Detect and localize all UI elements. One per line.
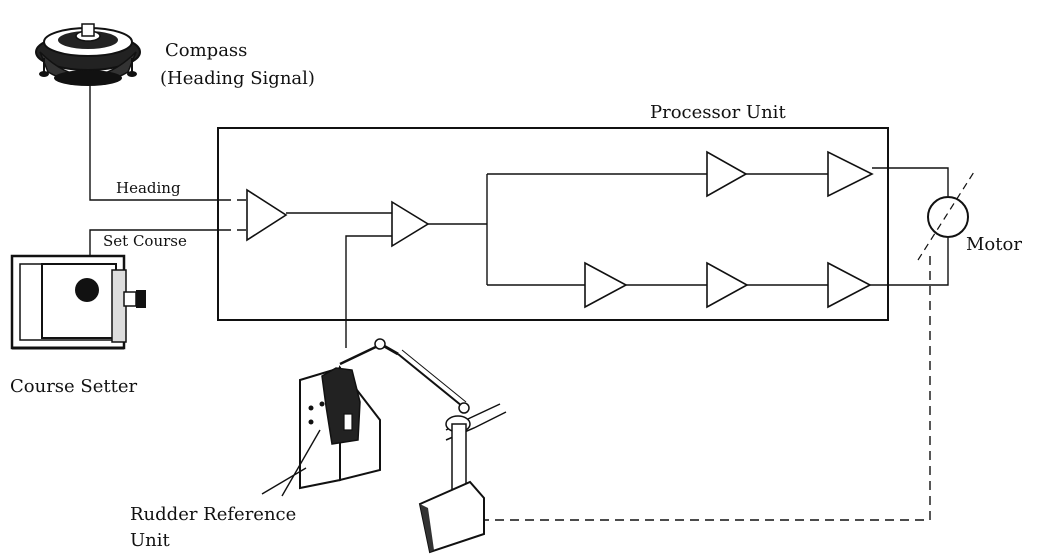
top-amplifier-2 <box>827 150 874 198</box>
set-course-wire <box>89 229 222 256</box>
rudder-reference-leader <box>261 467 307 495</box>
bottom-amplifier-1 <box>584 261 628 309</box>
bottom-amplifier-2 <box>706 261 749 309</box>
heading-wire <box>89 84 222 201</box>
motor-label: Motor <box>966 234 1022 255</box>
compass-label: Compass <box>165 40 247 61</box>
compass-icon <box>35 23 141 86</box>
motor-rudder-linkage <box>484 256 931 521</box>
motor-icon <box>917 171 975 261</box>
motor-wire-top <box>872 167 949 196</box>
compass-sublabel: (Heading Signal) <box>160 68 315 89</box>
rudder-feedback-wire <box>345 235 392 348</box>
processor-unit-label: Processor Unit <box>650 102 786 123</box>
comparator-amplifier <box>246 188 288 242</box>
processor-unit-box <box>217 127 889 321</box>
set-course-label: Set Course <box>103 232 187 250</box>
course-setter-icon <box>10 254 146 350</box>
motor-wire-bottom <box>870 238 949 286</box>
bottom-amplifier-3 <box>827 261 872 309</box>
heading-label: Heading <box>116 179 181 197</box>
rudder-reference-label-line2: Unit <box>130 530 171 551</box>
rudder-reference-leader-2 <box>281 429 321 497</box>
rudder-icon <box>418 403 507 554</box>
top-amplifier-1 <box>706 150 748 198</box>
rudder-reference-unit-icon <box>299 338 470 490</box>
course-setter-label: Course Setter <box>10 376 138 397</box>
rudder-reference-label-line1: Rudder Reference <box>130 504 296 525</box>
summing-amplifier <box>391 200 430 248</box>
